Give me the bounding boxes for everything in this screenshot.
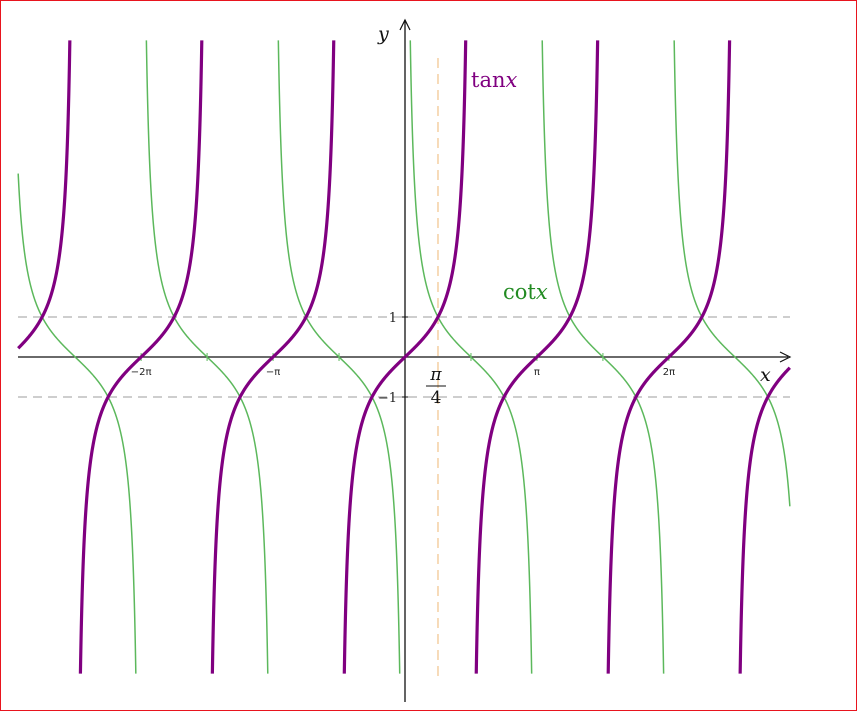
tan-branch [210, 40, 336, 674]
tan-branch [78, 40, 204, 674]
x-axis-arrow [779, 351, 792, 363]
x-tick-label: −2π [131, 367, 152, 378]
y-axis-label: y [377, 23, 389, 45]
cot-label-prefix: cot [503, 280, 536, 304]
cot-branch [17, 173, 137, 674]
labels: tanx cotx π 4 [425, 68, 548, 408]
tan-label-variable: x [505, 68, 517, 92]
x-axis-label: x [760, 364, 771, 386]
cot-branch [409, 40, 533, 674]
cot-branch [277, 40, 401, 674]
y-tick-label: −1 [378, 391, 397, 406]
pi-over-4-numerator: π [429, 365, 442, 385]
tan-branch [474, 40, 600, 674]
pi-over-4-label: π 4 [425, 365, 446, 408]
x-tick-label: −π [266, 367, 280, 378]
cot-branch [673, 40, 791, 507]
y-axis-arrow [399, 18, 411, 31]
reference-lines [18, 58, 790, 680]
tan-branch [342, 40, 468, 674]
cot-branch [145, 40, 269, 674]
tan-branch [16, 40, 72, 350]
cot-label-variable: x [536, 280, 548, 304]
x-tick-label: π [534, 367, 540, 378]
x-tick-label: 2π [663, 367, 675, 378]
cot-series [17, 40, 791, 674]
tan-label-prefix: tan [471, 68, 505, 92]
cot-series-label: cotx [503, 280, 548, 304]
tan-branch [606, 40, 732, 674]
tan-series [16, 40, 792, 674]
cot-branch [541, 40, 665, 674]
pi-over-4-denominator: 4 [431, 388, 442, 408]
tan-series-label: tanx [471, 68, 517, 92]
y-tick-label: 1 [389, 311, 397, 326]
tan-branch [738, 366, 792, 674]
